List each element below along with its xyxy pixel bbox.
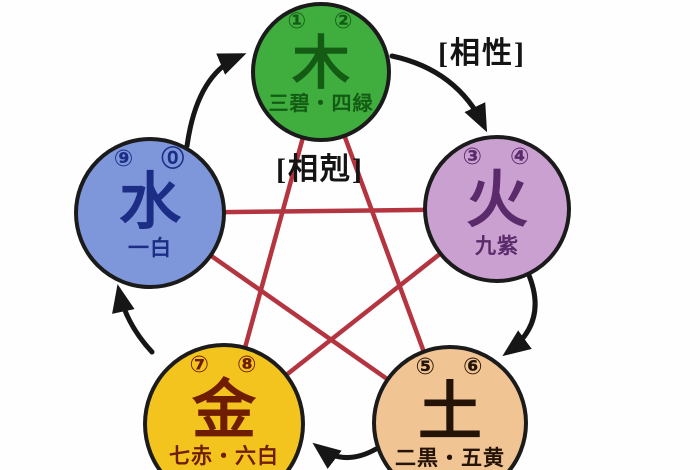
arrow-metal-to-water [112, 284, 155, 355]
arrow-wood-to-fire [389, 53, 488, 133]
earth-star-names: 二黒・五黄 [395, 445, 505, 470]
generating-cycle-label: [相性] [438, 37, 526, 70]
water-character: 水 [118, 169, 181, 238]
water-star-numbers: ⑨ ⓪ [113, 146, 187, 172]
wood-star-numbers: ① ② [287, 9, 355, 34]
water-element-circle: ⑨ ⓪ 水 一白 [74, 137, 226, 289]
wood-character: 木 [291, 31, 350, 97]
fire-element-circle: ③ ④ 火 九紫 [423, 135, 571, 283]
earth-character: 土 [418, 377, 482, 449]
arrow-fire-to-earth [502, 270, 538, 357]
fire-character: 火 [465, 167, 528, 236]
metal-star-names: 七赤・六白 [169, 443, 279, 468]
wood-star-names: 三碧・四緑 [268, 93, 374, 116]
earth-element-circle: ⑤ ⑥ 土 二黒・五黄 八白 [372, 345, 528, 470]
earth-star-numbers: ⑤ ⑥ [415, 354, 485, 380]
metal-element-circle: ⑦ ⑧ 金 七赤・六白 [143, 343, 305, 470]
metal-star-numbers: ⑦ ⑧ [189, 352, 259, 378]
fire-star-numbers: ③ ④ [462, 144, 532, 170]
generating-arrows [112, 53, 538, 469]
arrow-water-to-wood [184, 53, 247, 149]
fire-star-names: 九紫 [475, 233, 519, 258]
water-star-names: 一白 [128, 235, 172, 260]
overcoming-cycle-label: [相剋] [276, 153, 364, 186]
wood-element-circle: ① ② 木 三碧・四緑 [251, 2, 391, 142]
metal-character: 金 [192, 375, 256, 447]
arrow-earth-to-metal [312, 442, 379, 469]
